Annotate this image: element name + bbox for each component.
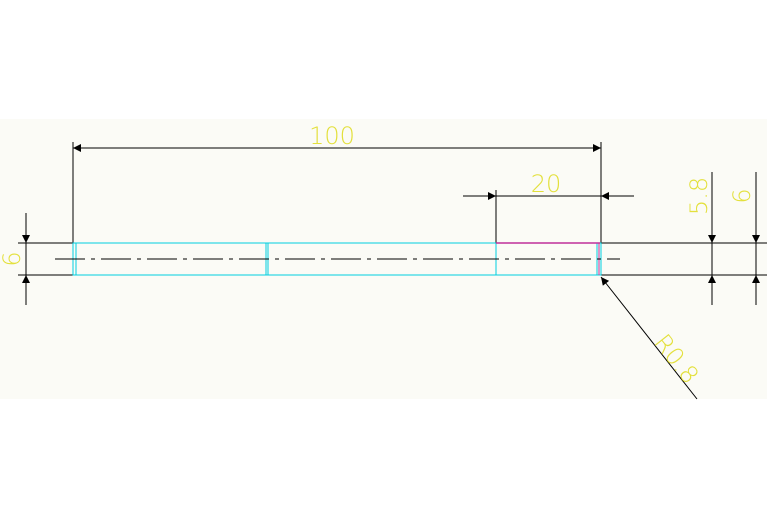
dimension-text-20: 20	[531, 170, 562, 198]
dimension-text-100: 100	[309, 122, 355, 150]
dimension-text-6-right: 6	[728, 188, 756, 203]
dimension-text-6-left: 6	[0, 251, 26, 266]
dimension-text-5-8: 5.8	[685, 177, 713, 215]
dimension-lines	[22, 144, 760, 400]
leader-line-radius	[600, 276, 698, 400]
dimension-text-radius: R0.8	[648, 329, 704, 389]
extension-lines	[18, 142, 767, 276]
